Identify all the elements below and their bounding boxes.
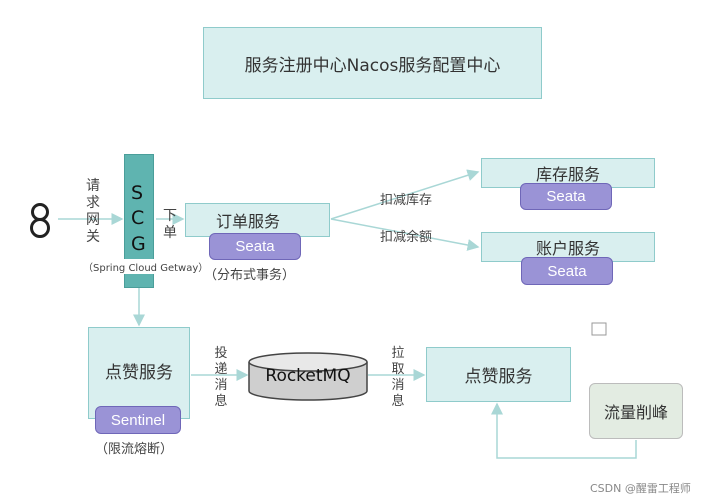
scg-letter-s: S: [131, 182, 144, 204]
order-service-note: （分布式事务）: [204, 268, 296, 283]
account-seata-badge: Seata: [521, 257, 613, 285]
registry-config-center: 服务注册中心Nacos服务配置中心: [203, 27, 542, 99]
order-service: 订单服务: [185, 203, 330, 237]
inventory-seata-badge: Seata: [520, 183, 612, 210]
toolbar-glyph: [591, 322, 607, 336]
arrow-order-to-account: [330, 218, 480, 251]
figure-eight-user-icon: [30, 203, 50, 238]
registry-title: 服务注册中心Nacos服务配置中心: [244, 55, 501, 76]
scg-letter-g: G: [131, 233, 146, 255]
inventory-service-label: 库存服务: [535, 165, 600, 184]
order-service-label: 订单服务: [216, 212, 281, 231]
scg-subtitle: （Spring Cloud Getway）: [81, 259, 211, 274]
account-service-label: 账户服务: [535, 239, 600, 258]
arrow-peak-loop: [491, 402, 637, 459]
sentinel-note: （限流熔断）: [95, 442, 174, 457]
rocketmq-label: RocketMQ: [265, 366, 351, 386]
deduct-stock-label: 扣减库存: [380, 193, 433, 208]
rocketmq-cylinder: [248, 352, 368, 401]
arrow-order-to-inventory: [330, 169, 480, 220]
send-message-label: 投递消息: [214, 346, 228, 409]
like-service-right: 点赞服务: [426, 347, 571, 402]
request-gateway-label: 请求网关: [86, 178, 100, 245]
deduct-balance-label: 扣减余额: [380, 230, 433, 245]
pull-message-label: 拉取消息: [391, 346, 405, 409]
scg-letter-c: C: [131, 207, 145, 229]
like-service-left-label: 点赞服务: [105, 363, 173, 383]
sentinel-badge: Sentinel: [95, 406, 181, 434]
order-edge-label: 下单: [163, 208, 177, 241]
order-seata-badge: Seata: [209, 233, 301, 260]
like-service-right-label: 点赞服务: [464, 367, 533, 387]
peak-shaving-label: 流量削峰: [603, 403, 668, 422]
account-service: 账户服务: [481, 232, 655, 262]
peak-shaving: 流量削峰: [589, 383, 683, 439]
watermark: CSDN @醒雷工程师: [590, 482, 691, 495]
